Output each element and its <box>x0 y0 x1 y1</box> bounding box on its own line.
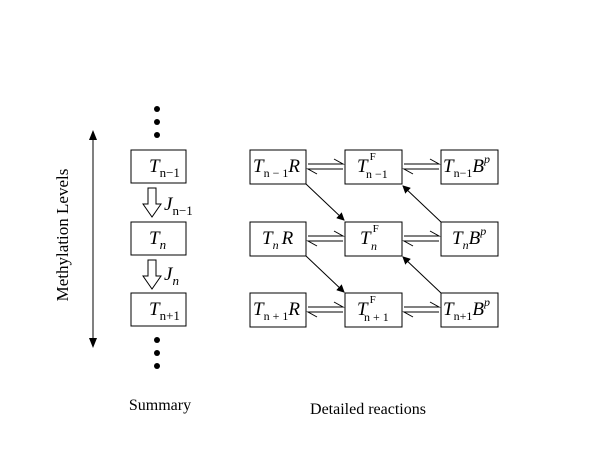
equilibrium-arrows <box>306 158 441 318</box>
svg-text:n −1: n −1 <box>366 167 388 181</box>
top-ellipsis <box>154 106 160 138</box>
receptor-box-n-minus-1: Tn − 1R <box>249 149 307 185</box>
reactions-caption: Detailed reactions <box>310 401 426 418</box>
summary-box-n-minus-1: Tn−1 <box>130 149 187 184</box>
flux-label-n: Jn <box>164 264 179 288</box>
svg-text:TF: TF <box>360 223 379 249</box>
svg-text:n: n <box>371 239 377 253</box>
axis-top-arrowhead <box>89 130 97 140</box>
svg-text:Tn+1Bp: Tn+1Bp <box>443 295 490 323</box>
svg-text:Tn − 1R: Tn − 1R <box>253 156 300 180</box>
flux-arrow-n-minus-1 <box>142 187 162 218</box>
summary-box-n-plus-1: Tn+1 <box>130 292 187 327</box>
svg-text:TF: TF <box>357 151 376 177</box>
svg-text:Tn−1: Tn−1 <box>149 156 180 180</box>
svg-text:TF: TF <box>357 294 376 320</box>
svg-text:TnR: TnR <box>262 228 294 252</box>
diag-arrow-receptor-n-minus-1-to-free-n <box>305 183 345 221</box>
bound-box-n-minus-1: Tn−1Bp <box>440 149 499 185</box>
bound-box-n-plus-1: Tn+1Bp <box>440 292 499 328</box>
svg-text:Tn + 1R: Tn + 1R <box>253 299 300 323</box>
diag-arrow-bound-n-plus-1-to-free-n <box>402 256 442 294</box>
bottom-ellipsis <box>154 337 160 369</box>
svg-text:Tn−1Bp: Tn−1Bp <box>443 152 490 180</box>
svg-text:n + 1: n + 1 <box>364 310 389 324</box>
diag-arrow-bound-n-to-free-n-minus-1 <box>402 185 442 223</box>
summary-caption: Summary <box>129 397 191 414</box>
receptor-box-n-plus-1: Tn + 1R <box>249 292 307 328</box>
svg-text:Tn: Tn <box>149 228 166 252</box>
flux-arrow-n <box>142 259 162 290</box>
axis-bottom-arrowhead <box>89 338 97 348</box>
diag-arrow-receptor-n-to-free-n-plus-1 <box>305 255 345 293</box>
svg-text:Tn+1: Tn+1 <box>149 299 180 323</box>
flux-label-n-minus-1: Jn−1 <box>164 194 193 218</box>
svg-text:TnBp: TnBp <box>452 224 486 252</box>
axis-label: Methylation Levels <box>53 169 72 302</box>
summary-box-n: Tn <box>130 221 187 256</box>
bound-box-n: TnBp <box>440 221 499 257</box>
